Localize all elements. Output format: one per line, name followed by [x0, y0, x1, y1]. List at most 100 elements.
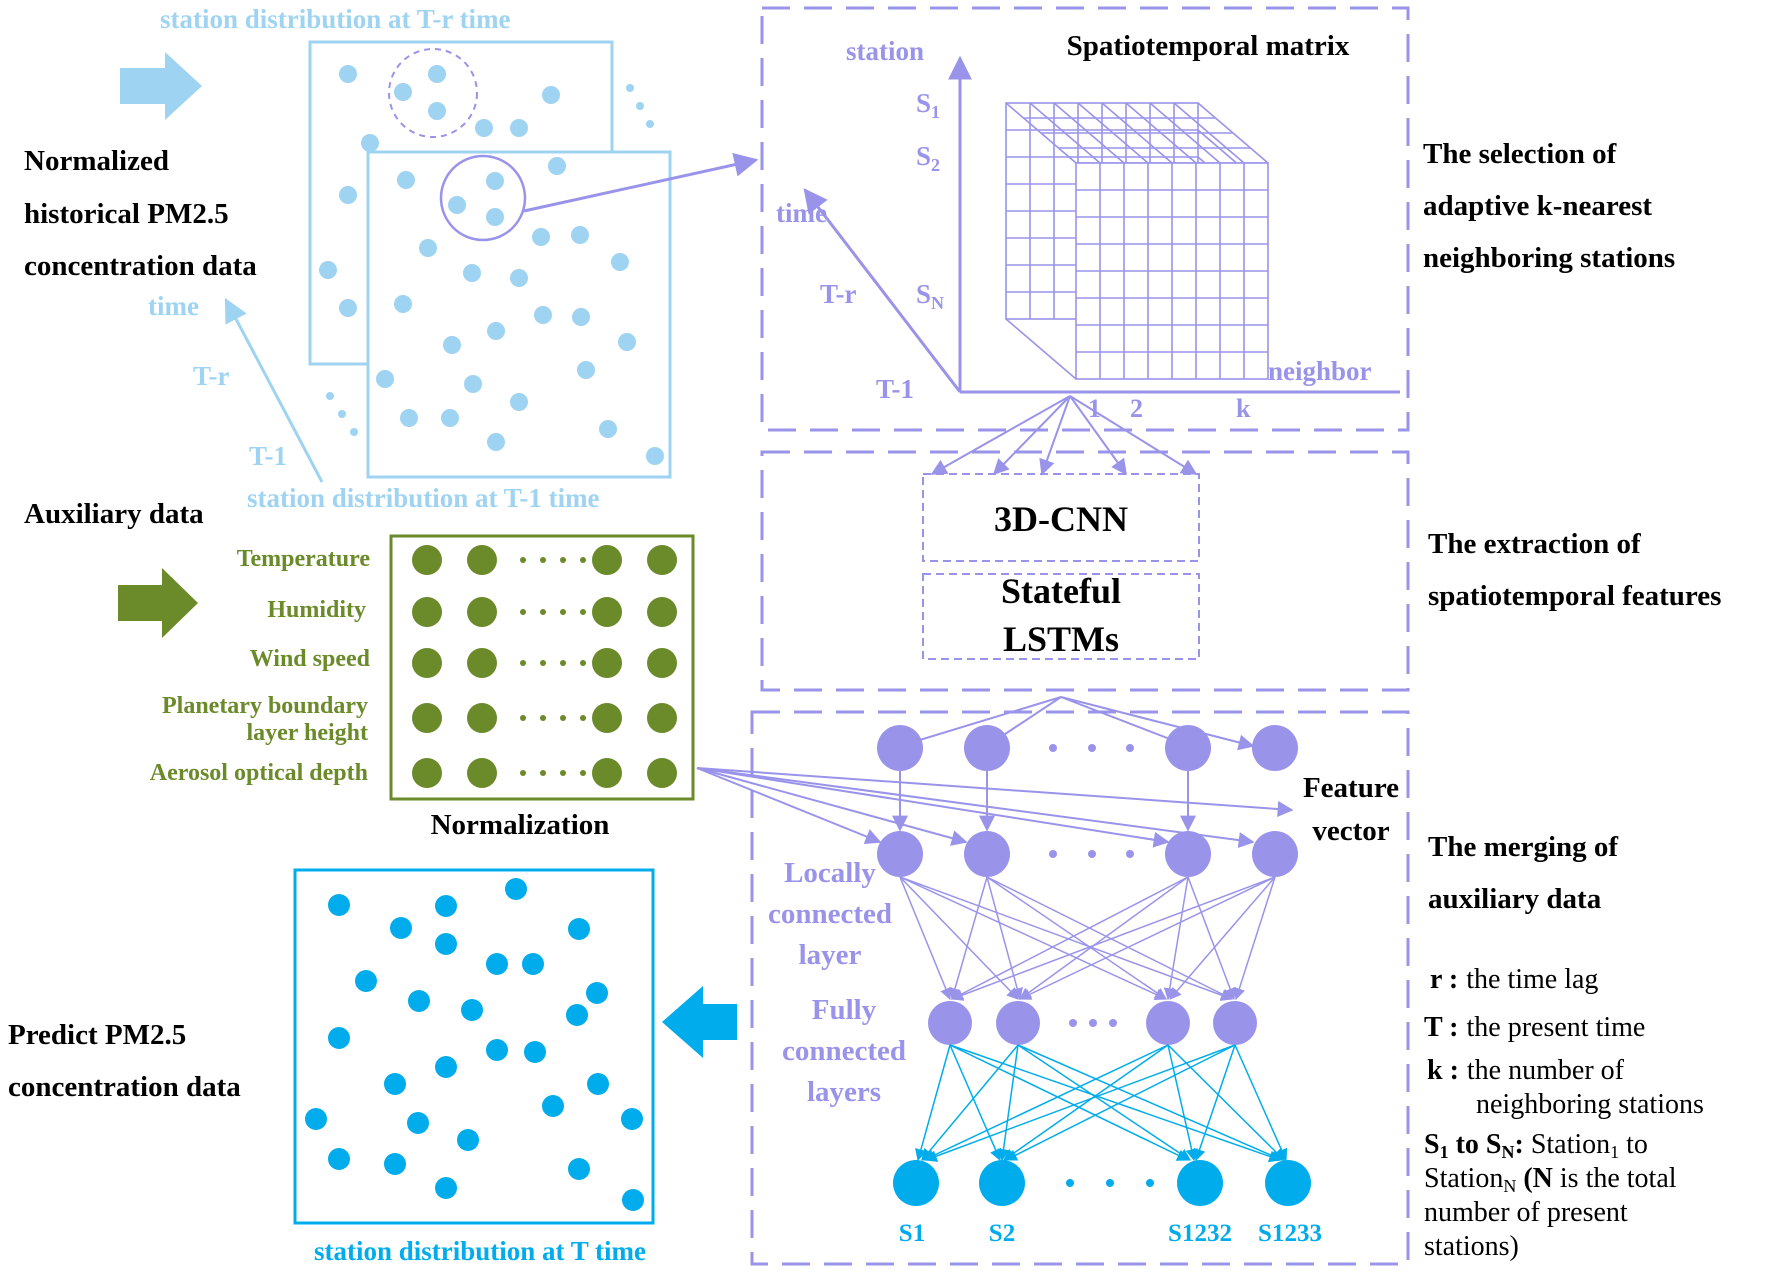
- cnn-box: [922, 473, 1200, 562]
- svg-text:neighboring stations: neighboring stations: [1423, 242, 1675, 274]
- local-layer-label-line1: Locally: [784, 857, 876, 889]
- feature-vector-nodes: [877, 725, 1298, 771]
- prediction-title-line1: Predict PM2.5: [8, 1019, 186, 1051]
- axis-time: [803, 188, 962, 393]
- local-layer-nodes: [877, 831, 1298, 877]
- merging-side-label: The merging of auxiliary data: [1428, 831, 1618, 915]
- legend-t: T :the present time: [1424, 1012, 1645, 1043]
- prediction-title-line2: concentration data: [8, 1071, 241, 1103]
- legend-r: r :the time lag: [1430, 964, 1598, 995]
- local-layer-label-line3: layer: [799, 939, 862, 971]
- input-time-label: time: [148, 291, 199, 321]
- legend-s-line4: stations): [1424, 1231, 1519, 1262]
- feature-vector-label-line1: Feature: [1303, 772, 1399, 804]
- axis-neighbor-label: neighbor: [1268, 356, 1372, 386]
- fc-layer-label-line1: Fully: [812, 994, 877, 1026]
- time-t1-label: T-1: [876, 374, 914, 404]
- frame-stack-dots: [326, 84, 654, 436]
- aux-matrix-frame: [389, 534, 695, 801]
- legend-k: k :the number of: [1427, 1055, 1625, 1086]
- aux-var-wind-speed: Wind speed: [250, 646, 371, 672]
- auxiliary-title: Auxiliary data: [24, 498, 204, 530]
- frame-t-r-stations: [319, 65, 560, 317]
- lstm-to-feature-lines: [899, 696, 1255, 751]
- merging-section: Feature vector Locally connected layer: [696, 696, 1618, 1266]
- input-title-line3: concentration data: [24, 250, 257, 282]
- legend-s-line3: number of present: [1424, 1197, 1628, 1228]
- aux-var-temperature: Temperature: [237, 546, 371, 572]
- aux-var-pbl-line2: layer height: [246, 720, 368, 746]
- prediction-frame-caption: station distribution at T time: [314, 1236, 646, 1266]
- auxiliary-section: Auxiliary data Temperature Humidity Wind…: [24, 498, 695, 841]
- t-1-neighbor-circle: [439, 154, 527, 242]
- extraction-side-label: The extraction of spatiotemporal feature…: [1428, 528, 1721, 612]
- feature-vector-label-line2: vector: [1312, 815, 1389, 847]
- prediction-arrow-icon: [662, 986, 737, 1058]
- input-arrow-icon: [120, 52, 202, 120]
- input-time-t1: T-1: [249, 441, 287, 471]
- extraction-dashed-box: [760, 450, 1410, 692]
- fc-layer-label-line2: connected: [782, 1035, 906, 1067]
- station-s2-label: S2: [916, 141, 940, 175]
- svg-text:The merging of: The merging of: [1428, 831, 1618, 863]
- prediction-frame: [293, 868, 655, 1225]
- station-sn-label: SN: [916, 279, 944, 313]
- frame-t-1: [366, 150, 672, 479]
- neighbor-k-label: k: [1236, 394, 1251, 423]
- svg-text:auxiliary data: auxiliary data: [1428, 883, 1602, 915]
- input-section: Normalized historical PM2.5 concentratio…: [24, 4, 759, 513]
- svg-text:The extraction of: The extraction of: [1428, 528, 1641, 560]
- matrix-to-cnn-arrows: [930, 395, 1198, 476]
- selection-section: Spatiotemporal matrix station time neigh…: [760, 6, 1675, 432]
- lstm-label-line2: LSTMs: [1003, 619, 1119, 659]
- legend-s-line1: S1 to SN: Station1 to: [1424, 1129, 1648, 1162]
- legend: r :the time lag T :the present time k :t…: [1424, 964, 1704, 1262]
- station-s1-label: S1: [916, 88, 940, 122]
- spatiotemporal-cube: [1005, 102, 1269, 380]
- prediction-stations: [305, 878, 644, 1211]
- output-label-s1232: S1232: [1168, 1220, 1232, 1247]
- fc-layer-nodes: [928, 1001, 1257, 1045]
- neighbor-2-label: 2: [1130, 394, 1143, 423]
- output-label-s2: S2: [989, 1220, 1015, 1247]
- lstm-box: [922, 573, 1200, 660]
- local-to-fc-arrows: [899, 876, 1276, 1001]
- aux-var-aod: Aerosol optical depth: [150, 760, 368, 786]
- time-tr-label: T-r: [820, 279, 857, 309]
- neighbor-1-label: 1: [1088, 394, 1101, 423]
- output-label-s1233: S1233: [1258, 1220, 1322, 1247]
- aux-to-local-arrows: [696, 767, 1294, 849]
- prediction-section: Predict PM2.5 concentration data station…: [8, 868, 737, 1266]
- aux-matrix-caption: Normalization: [431, 809, 610, 841]
- fc-layer-label-line3: layers: [807, 1076, 881, 1108]
- input-time-tr: T-r: [193, 361, 230, 391]
- input-time-axis: [224, 297, 324, 483]
- svg-text:The selection of: The selection of: [1423, 138, 1617, 170]
- aux-var-humidity: Humidity: [267, 597, 366, 623]
- aux-var-pbl-line1: Planetary boundary: [162, 693, 368, 719]
- input-title-line1: Normalized: [24, 145, 169, 177]
- cnn-label: 3D-CNN: [994, 499, 1128, 539]
- svg-text:spatiotemporal features: spatiotemporal features: [1428, 580, 1721, 612]
- lstm-label-line1: Stateful: [1001, 571, 1121, 611]
- axis-station-label: station: [846, 36, 924, 66]
- selection-matrix-title: Spatiotemporal matrix: [1067, 30, 1350, 62]
- top-frame-caption: station distribution at T-r time: [160, 4, 511, 34]
- merging-dashed-box: [750, 710, 1410, 1266]
- legend-k-line2: neighboring stations: [1476, 1089, 1704, 1120]
- local-layer-label-line2: connected: [768, 898, 892, 930]
- frame-t-1-stations: [376, 157, 664, 465]
- auxiliary-arrow-icon: [118, 568, 198, 638]
- aux-matrix-dots: [412, 545, 677, 788]
- output-label-s1: S1: [899, 1220, 925, 1247]
- axis-time-label: time: [776, 198, 827, 228]
- selection-dashed-box: [760, 6, 1410, 432]
- extraction-section: 3D-CNN Stateful LSTMs The extraction of …: [760, 450, 1721, 692]
- selection-side-label: The selection of adaptive k-nearest neig…: [1423, 138, 1675, 274]
- svg-text:adaptive k-nearest: adaptive k-nearest: [1423, 190, 1652, 222]
- t-r-neighbor-circle: [388, 48, 478, 138]
- neighbor-to-matrix-arrow: [523, 152, 759, 213]
- output-nodes: [893, 1160, 1311, 1206]
- legend-s-line2: StationN (N is the total: [1424, 1163, 1677, 1196]
